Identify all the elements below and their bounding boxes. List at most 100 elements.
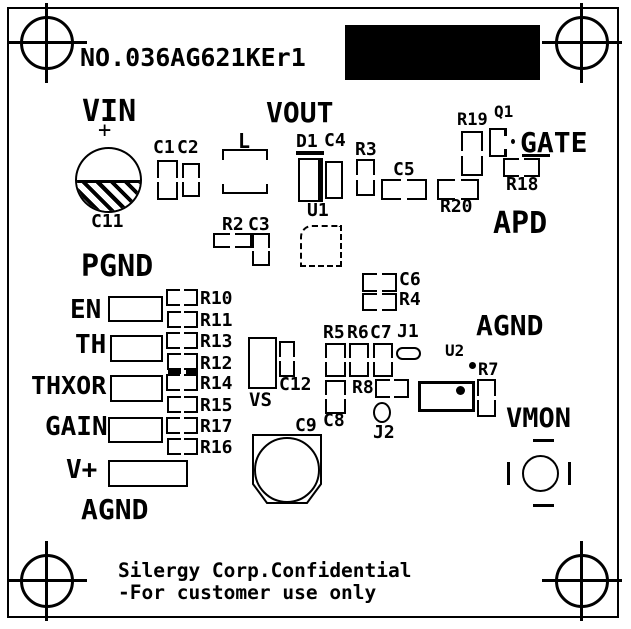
r12-r14-pad-overlap-right <box>186 370 198 374</box>
refdes-c1: C1 <box>153 137 175 158</box>
polarity-plus-icon: + <box>98 118 112 143</box>
net-label-vmon: VMON <box>506 403 572 434</box>
net-label-gain: GAIN <box>45 412 108 442</box>
component-u1-outline <box>300 225 342 267</box>
refdes-c4: C4 <box>324 130 346 151</box>
component-q1-outline <box>489 128 507 157</box>
component-l-outline-top <box>222 149 268 160</box>
redacted-block <box>345 25 540 80</box>
refdes-c3: C3 <box>248 214 270 235</box>
refdes-u2: U2 <box>445 341 465 360</box>
pad-vplus <box>108 460 188 487</box>
component-r2 <box>213 233 252 248</box>
fiducial-top-left-icon <box>7 3 87 83</box>
net-label-vin: VIN <box>82 94 137 129</box>
refdes-r20: R20 <box>440 196 473 217</box>
refdes-r3: R3 <box>355 139 377 160</box>
q1-pin1-dot <box>511 139 515 144</box>
component-c4 <box>325 161 343 199</box>
refdes-r10: R10 <box>200 288 233 309</box>
refdes-c11: C11 <box>91 211 124 232</box>
component-r8 <box>375 379 409 398</box>
net-label-gate: GATE <box>520 126 588 159</box>
component-r6 <box>349 343 369 377</box>
component-r20 <box>437 179 479 200</box>
net-label-vplus: V+ <box>66 455 98 485</box>
component-r11 <box>167 311 198 328</box>
component-r10 <box>166 289 198 306</box>
pad-th <box>110 335 163 362</box>
r12-r14-pad-overlap-left <box>168 370 181 374</box>
component-j2 <box>373 402 391 423</box>
component-c2 <box>182 163 200 197</box>
component-r19 <box>461 131 483 176</box>
component-r7 <box>477 379 496 417</box>
component-c3 <box>252 233 270 266</box>
fiducial-bottom-right-icon <box>542 541 622 621</box>
refdes-r18: R18 <box>506 174 539 195</box>
refdes-c5: C5 <box>393 159 415 180</box>
refdes-r4: R4 <box>399 289 421 310</box>
component-d1 <box>298 158 323 202</box>
component-c5 <box>381 179 427 200</box>
refdes-r17: R17 <box>200 416 233 437</box>
refdes-r2: R2 <box>222 214 244 235</box>
refdes-c8: C8 <box>323 410 345 431</box>
u2-pin1-dot <box>456 386 465 395</box>
component-r16 <box>167 438 198 455</box>
vmon-pad-left-tick <box>507 462 510 485</box>
fiducial-top-right-icon <box>542 3 622 83</box>
component-c11-electrolytic-cap <box>75 147 142 213</box>
vmon-pad-bottom-tick <box>533 504 554 507</box>
refdes-c12: C12 <box>279 374 312 395</box>
refdes-c6: C6 <box>399 269 421 290</box>
component-vs <box>248 337 277 389</box>
component-r5 <box>325 343 346 377</box>
component-r13 <box>166 332 198 349</box>
component-c1 <box>157 160 178 200</box>
net-label-en: EN <box>70 295 102 325</box>
pad-thxor <box>110 375 163 402</box>
refdes-r5: R5 <box>323 322 345 343</box>
refdes-r6: R6 <box>347 322 369 343</box>
r7-pin1-dot <box>469 362 476 369</box>
component-c8 <box>325 380 346 414</box>
refdes-c2: C2 <box>177 137 199 158</box>
net-label-agnd-right: AGND <box>476 309 544 342</box>
refdes-r19: R19 <box>457 110 488 130</box>
component-u2 <box>418 381 475 412</box>
component-r18 <box>503 158 540 177</box>
pad-gain <box>108 417 163 443</box>
refdes-c7: C7 <box>370 322 392 343</box>
refdes-j2: J2 <box>373 422 395 443</box>
refdes-d1: D1 <box>296 131 318 152</box>
component-r15 <box>167 396 198 413</box>
refdes-j1: J1 <box>397 321 419 342</box>
component-c9-outline <box>252 434 322 504</box>
component-l-outline-bottom <box>222 184 268 194</box>
net-label-vout: VOUT <box>266 96 334 129</box>
board-outline <box>7 7 619 618</box>
refdes-r12: R12 <box>200 353 233 374</box>
gate-underline <box>522 154 550 157</box>
net-label-agnd-left: AGND <box>81 493 149 526</box>
footer-confidential-line1: Silergy Corp.Confidential <box>118 559 412 582</box>
vmon-connector-circle <box>522 455 559 492</box>
refdes-c9: C9 <box>295 415 317 436</box>
refdes-u1: U1 <box>307 200 329 221</box>
component-r4 <box>362 293 397 311</box>
refdes-r8: R8 <box>352 377 374 398</box>
pad-en <box>108 296 163 322</box>
component-r14 <box>166 374 198 391</box>
component-c7 <box>373 343 393 377</box>
refdes-r11: R11 <box>200 310 233 331</box>
component-r12 <box>167 353 198 370</box>
refdes-q1: Q1 <box>494 102 514 121</box>
component-c12 <box>279 341 295 377</box>
refdes-l: L <box>238 129 251 153</box>
footer-confidential-line2: -For customer use only <box>118 581 377 604</box>
d1-underline <box>296 151 324 155</box>
component-r17 <box>166 417 198 434</box>
net-label-pgnd: PGND <box>81 249 154 284</box>
part-number-label: NO.036AG621KEr1 <box>80 43 306 72</box>
